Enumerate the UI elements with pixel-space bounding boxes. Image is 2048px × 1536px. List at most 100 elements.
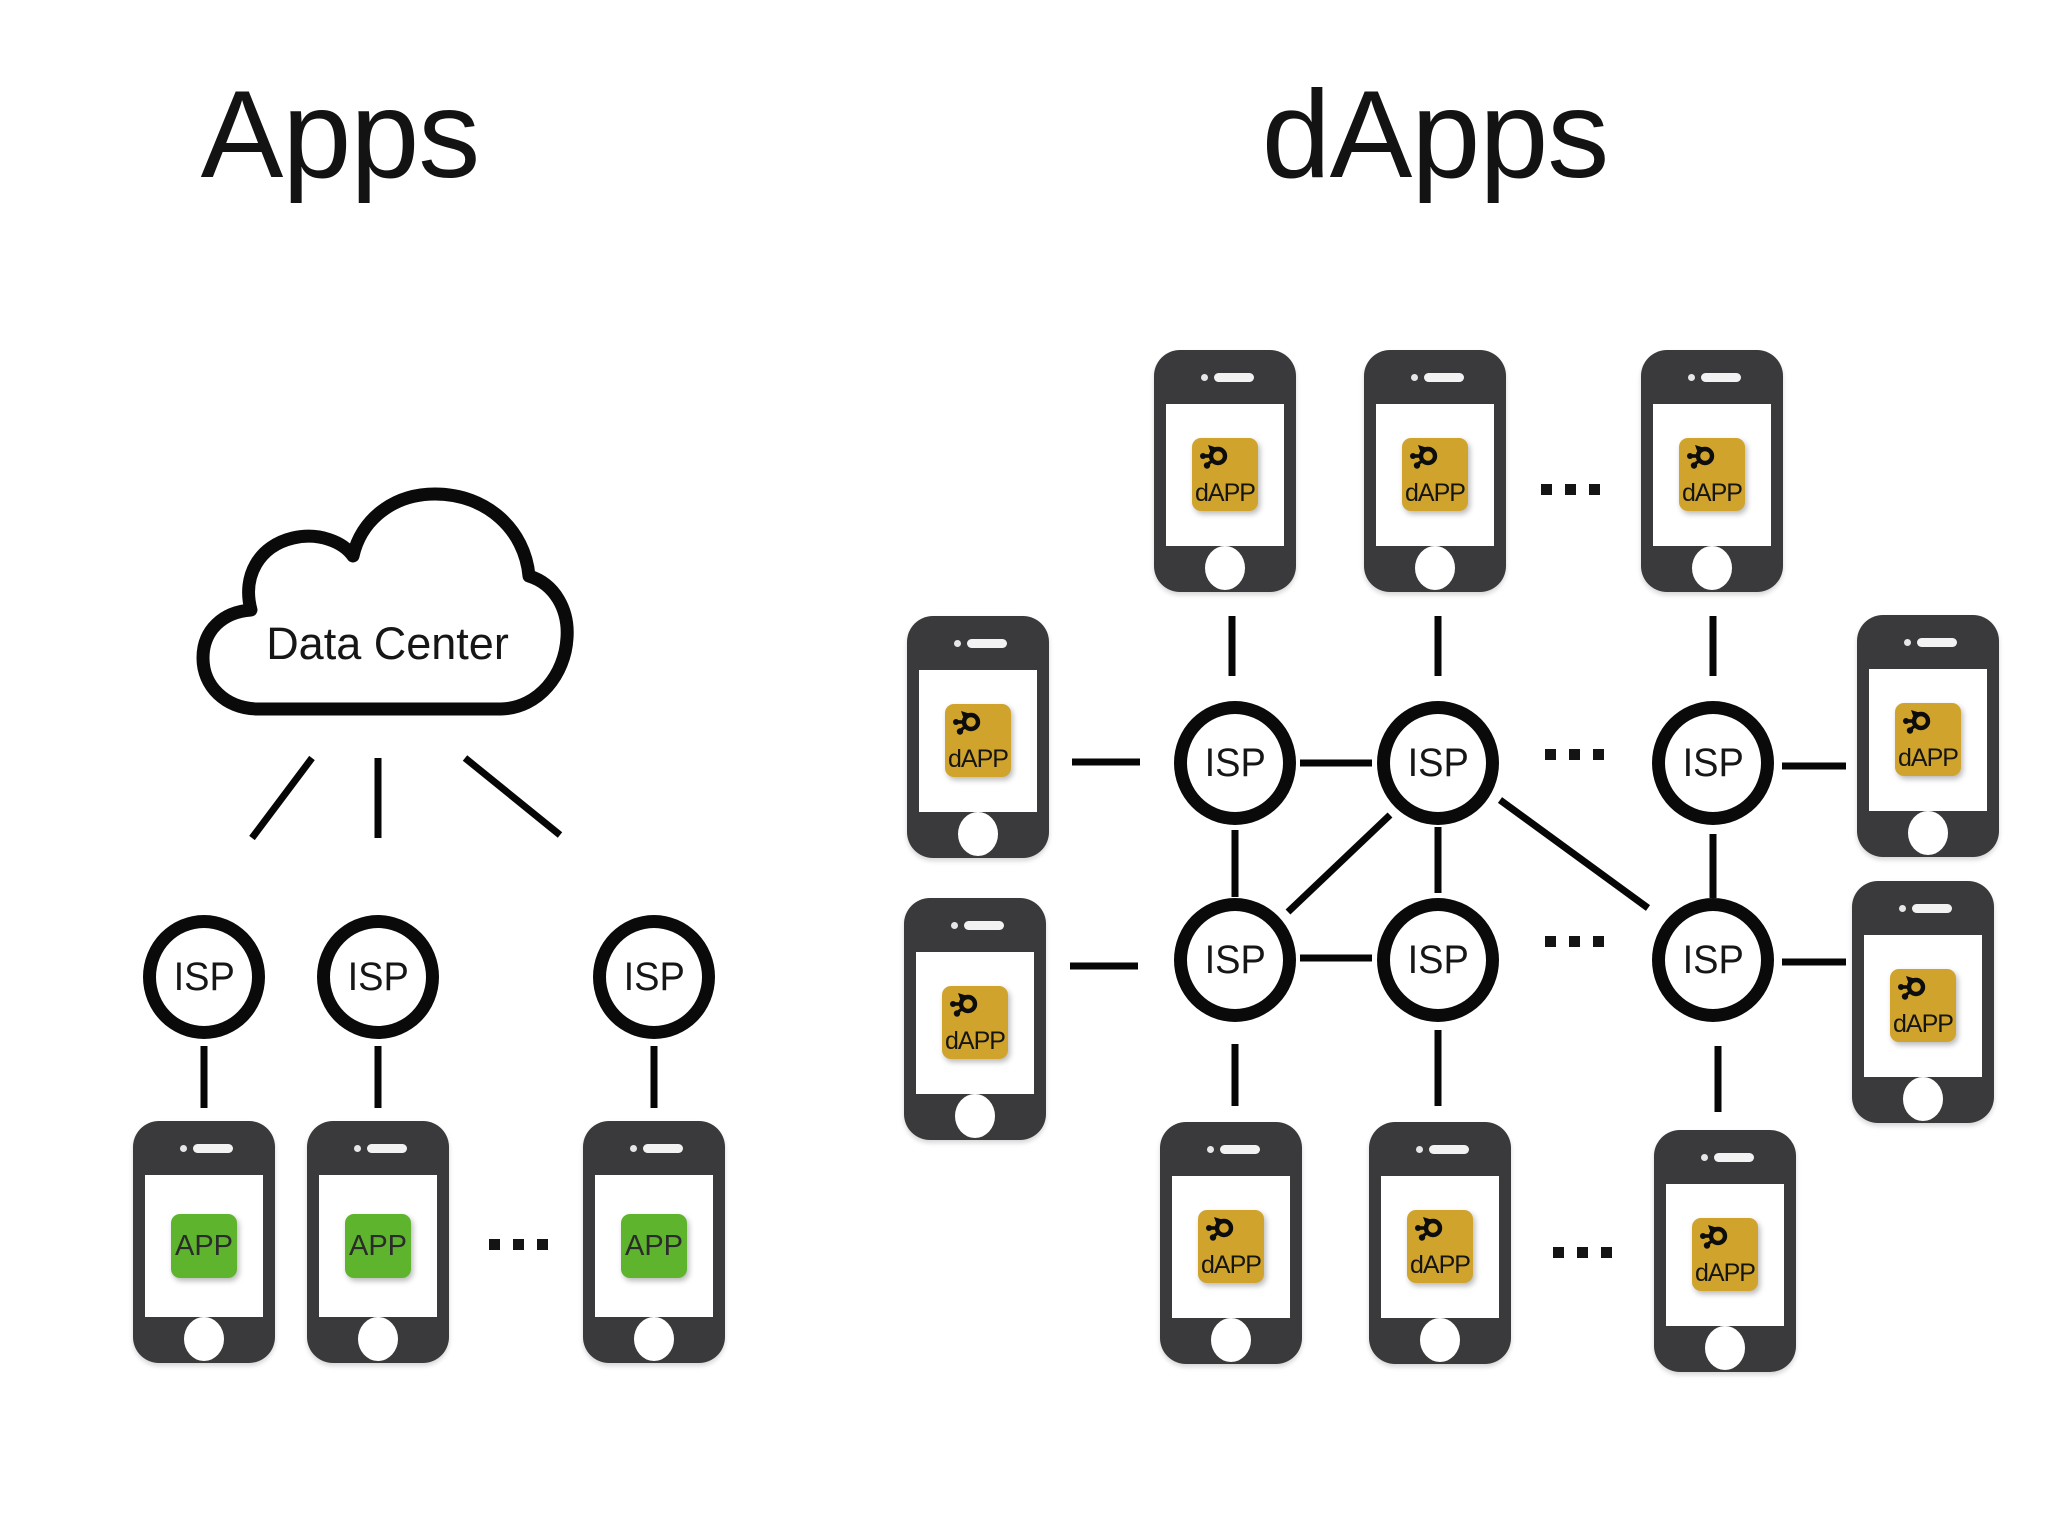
phone: dAPP <box>1857 615 1999 857</box>
dapp-badge-label: dAPP <box>945 1027 1006 1055</box>
camera-dot-icon <box>951 922 958 929</box>
ellipsis-dot <box>1601 1247 1612 1258</box>
ellipsis-dots <box>489 1239 548 1250</box>
isp-node: ISP <box>317 915 439 1039</box>
dapp-badge: dAPP <box>945 704 1011 777</box>
isp-label: ISP <box>347 954 409 999</box>
ellipsis-dot <box>1565 484 1576 495</box>
dapp-icon <box>1898 976 1926 1000</box>
ellipsis-dot <box>1593 749 1604 760</box>
camera-dot-icon <box>180 1145 187 1152</box>
speaker-icon <box>367 1144 407 1153</box>
speaker-icon <box>643 1144 683 1153</box>
isp-label: ISP <box>623 954 685 999</box>
ellipsis-dot <box>1577 1247 1588 1258</box>
home-button-icon <box>1211 1318 1251 1362</box>
isp-label: ISP <box>173 954 235 999</box>
dapp-badge: dAPP <box>1198 1210 1264 1283</box>
isp-label: ISP <box>1682 937 1744 982</box>
dapp-badge: dAPP <box>1679 438 1745 511</box>
phone: dAPP <box>1654 1130 1796 1372</box>
ellipsis-dots <box>1541 484 1600 495</box>
camera-dot-icon <box>1688 374 1695 381</box>
isp-node: ISP <box>1652 701 1774 825</box>
phone: dAPP <box>1369 1122 1511 1364</box>
dapp-badge-label: dAPP <box>1893 1010 1954 1038</box>
app-badge: APP <box>345 1214 411 1278</box>
connector-line <box>462 755 563 838</box>
home-button-icon <box>1420 1318 1460 1362</box>
home-button-icon <box>184 1317 224 1361</box>
ellipsis-dot <box>537 1239 548 1250</box>
ellipsis-dot <box>1569 936 1580 947</box>
app-badge: APP <box>621 1214 687 1278</box>
ellipsis-dot <box>1589 484 1600 495</box>
dapp-badge-label: dAPP <box>1195 479 1256 507</box>
phone: dAPP <box>1641 350 1783 592</box>
isp-label: ISP <box>1204 740 1266 785</box>
dapp-icon <box>1200 445 1228 469</box>
phone: dAPP <box>1160 1122 1302 1364</box>
camera-dot-icon <box>1899 905 1906 912</box>
home-button-icon <box>1705 1326 1745 1370</box>
connector-line <box>1285 812 1393 915</box>
right-title: dApps <box>1261 66 1610 204</box>
ellipsis-dot <box>1553 1247 1564 1258</box>
speaker-icon <box>1429 1145 1469 1154</box>
dapp-badge-label: dAPP <box>1695 1259 1756 1287</box>
dapp-icon <box>1415 1217 1443 1241</box>
home-button-icon <box>358 1317 398 1361</box>
isp-node: ISP <box>1652 898 1774 1022</box>
dapp-icon <box>1700 1225 1728 1249</box>
camera-dot-icon <box>1207 1146 1214 1153</box>
camera-dot-icon <box>1416 1146 1423 1153</box>
app-badge-label: APP <box>174 1229 234 1262</box>
dapp-badge-label: dAPP <box>1898 744 1959 772</box>
connector-line <box>249 755 315 841</box>
speaker-icon <box>1912 904 1952 913</box>
ellipsis-dots <box>1545 749 1604 760</box>
left-title: Apps <box>200 66 481 204</box>
ellipsis-dots <box>1553 1247 1612 1258</box>
cloud-label: Data Center <box>266 618 509 669</box>
dapp-badge-label: dAPP <box>1682 479 1743 507</box>
dapp-badge-label: dAPP <box>1405 479 1466 507</box>
isp-label: ISP <box>1682 740 1744 785</box>
connector-line <box>1497 797 1651 911</box>
home-button-icon <box>1205 546 1245 590</box>
speaker-icon <box>1220 1145 1260 1154</box>
dapp-badge: dAPP <box>1402 438 1468 511</box>
app-badge: APP <box>171 1214 237 1278</box>
home-button-icon <box>1415 546 1455 590</box>
isp-node: ISP <box>593 915 715 1039</box>
dapp-icon <box>953 711 981 735</box>
isp-node: ISP <box>1377 701 1499 825</box>
ellipsis-dots <box>1545 936 1604 947</box>
camera-dot-icon <box>1201 374 1208 381</box>
ellipsis-dot <box>1569 749 1580 760</box>
phone: dAPP <box>1154 350 1296 592</box>
home-button-icon <box>1903 1077 1943 1121</box>
app-badge-label: APP <box>624 1229 684 1262</box>
speaker-icon <box>193 1144 233 1153</box>
home-button-icon <box>634 1317 674 1361</box>
home-button-icon <box>955 1094 995 1138</box>
dapp-badge: dAPP <box>1192 438 1258 511</box>
camera-dot-icon <box>630 1145 637 1152</box>
dapp-badge-label: dAPP <box>948 745 1009 773</box>
dapp-badge: dAPP <box>942 986 1008 1059</box>
speaker-icon <box>964 921 1004 930</box>
speaker-icon <box>1917 638 1957 647</box>
phone: APP <box>133 1121 275 1363</box>
dapp-badge-label: dAPP <box>1410 1251 1471 1279</box>
dapp-badge: dAPP <box>1890 969 1956 1042</box>
speaker-icon <box>1701 373 1741 382</box>
dapp-badge: dAPP <box>1407 1210 1473 1283</box>
isp-label: ISP <box>1407 937 1469 982</box>
ellipsis-dot <box>1541 484 1552 495</box>
home-button-icon <box>1692 546 1732 590</box>
isp-node: ISP <box>143 915 265 1039</box>
dapp-badge-label: dAPP <box>1201 1251 1262 1279</box>
isp-label: ISP <box>1204 937 1266 982</box>
